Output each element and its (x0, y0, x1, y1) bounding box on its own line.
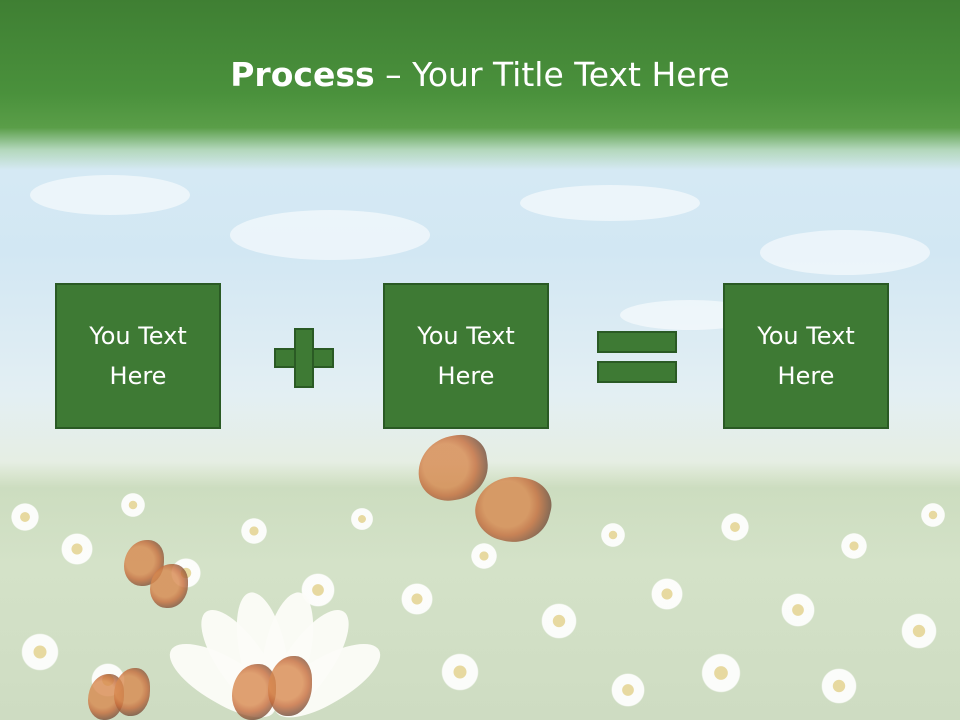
daisy (820, 667, 858, 705)
daisy (470, 542, 498, 570)
cloud (230, 210, 430, 260)
daisy (20, 632, 60, 672)
label-line: Here (437, 362, 495, 390)
label-line: Here (777, 362, 835, 390)
butterfly-image (232, 656, 312, 720)
daisy (600, 522, 626, 548)
daisy (240, 517, 268, 545)
title-band (0, 0, 960, 170)
daisy (400, 582, 434, 616)
title-rest: – Your Title Text Here (374, 55, 730, 94)
cloud (520, 185, 700, 221)
daisy (610, 672, 646, 708)
slide-title: Process – Your Title Text Here (0, 50, 960, 100)
daisy (780, 592, 816, 628)
daisy (120, 492, 146, 518)
daisy (540, 602, 578, 640)
daisy (700, 652, 742, 694)
title-bold: Process (230, 55, 375, 94)
butterfly-image (124, 540, 188, 610)
process-box-label: You Text Here (746, 316, 866, 396)
process-box-1[interactable]: You Text Here (55, 283, 221, 429)
label-line: You Text (757, 322, 855, 350)
daisy (10, 502, 40, 532)
daisy (350, 507, 374, 531)
butterfly-image (413, 431, 557, 550)
daisy (720, 512, 750, 542)
cloud (30, 175, 190, 215)
process-box-label: You Text Here (78, 316, 198, 396)
process-box-label: You Text Here (406, 316, 526, 396)
label-line: You Text (89, 322, 187, 350)
daisy (920, 502, 946, 528)
cloud (760, 230, 930, 275)
label-line: You Text (417, 322, 515, 350)
daisy (840, 532, 868, 560)
daisy (650, 577, 684, 611)
equals-icon (597, 331, 677, 383)
label-line: Here (109, 362, 167, 390)
plus-icon (274, 328, 334, 388)
daisy (60, 532, 94, 566)
daisy (900, 612, 938, 650)
process-box-3[interactable]: You Text Here (723, 283, 889, 429)
daisy (440, 652, 480, 692)
process-box-2[interactable]: You Text Here (383, 283, 549, 429)
butterfly-image (88, 668, 150, 720)
